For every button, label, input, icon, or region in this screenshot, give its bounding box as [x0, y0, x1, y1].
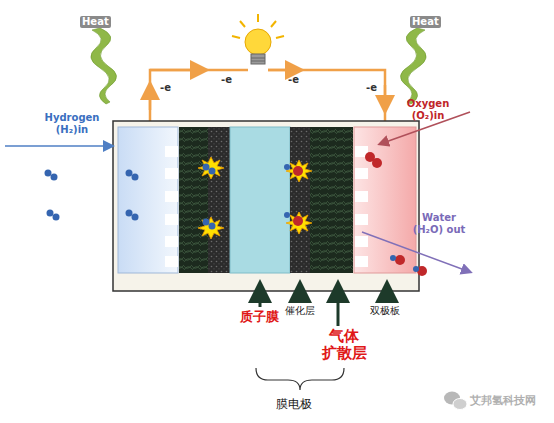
part-name: 质子膜 [240, 310, 279, 325]
part-name: 气体 扩散层 [318, 328, 370, 363]
heat-label: Heat [410, 16, 441, 28]
electron-label: -e [366, 82, 377, 94]
part-name: 膜电极 [276, 398, 312, 412]
watermark: 艾邦氢科技网 [470, 395, 536, 408]
electron-label: -e [221, 74, 232, 86]
part-name: 双极板 [370, 305, 400, 317]
heat-label: Heat [80, 16, 111, 28]
part-name: 催化层 [285, 305, 315, 317]
electron-label: -e [160, 82, 171, 94]
electron-label: -e [288, 74, 299, 86]
inlet-label: Oxygen (O₂)in [402, 98, 454, 121]
inlet-label: Hydrogen (H₂)in [40, 112, 104, 135]
outlet-label: Water (H₂O) out [408, 212, 470, 235]
